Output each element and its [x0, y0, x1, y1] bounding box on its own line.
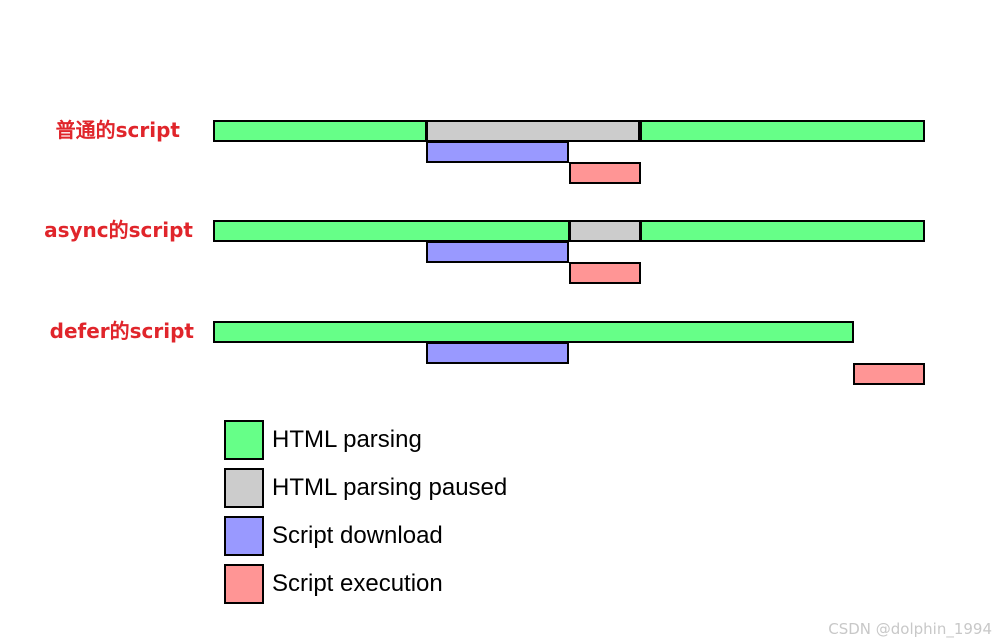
bar-download [426, 141, 569, 163]
legend-swatch-parsing [224, 420, 264, 460]
legend-label-script-download: Script download [272, 522, 443, 549]
bar-parsing [213, 220, 570, 242]
row-label: 普通的script [55, 118, 180, 142]
legend-label-script-execution: Script execution [272, 570, 443, 597]
legend-label-html-parsing-paused: HTML parsing paused [272, 474, 508, 501]
bar-execution [569, 262, 641, 284]
legend-swatch-execution [224, 564, 264, 604]
bar-download [426, 342, 569, 364]
watermark: CSDN @dolphin_1994 [828, 620, 992, 638]
legend-swatch-download [224, 516, 264, 556]
bar-paused [569, 220, 641, 242]
row-label: async的script [44, 218, 193, 242]
bar-paused [426, 120, 640, 142]
bar-download [426, 241, 569, 263]
bar-parsing [640, 220, 925, 242]
bar-execution [569, 162, 641, 184]
bar-execution [853, 363, 925, 385]
bar-parsing [213, 120, 427, 142]
legend-swatch-paused [224, 468, 264, 508]
legend-label-html-parsing: HTML parsing [272, 426, 422, 453]
bar-parsing [213, 321, 854, 343]
bar-parsing [640, 120, 925, 142]
row-label: defer的script [49, 319, 194, 343]
